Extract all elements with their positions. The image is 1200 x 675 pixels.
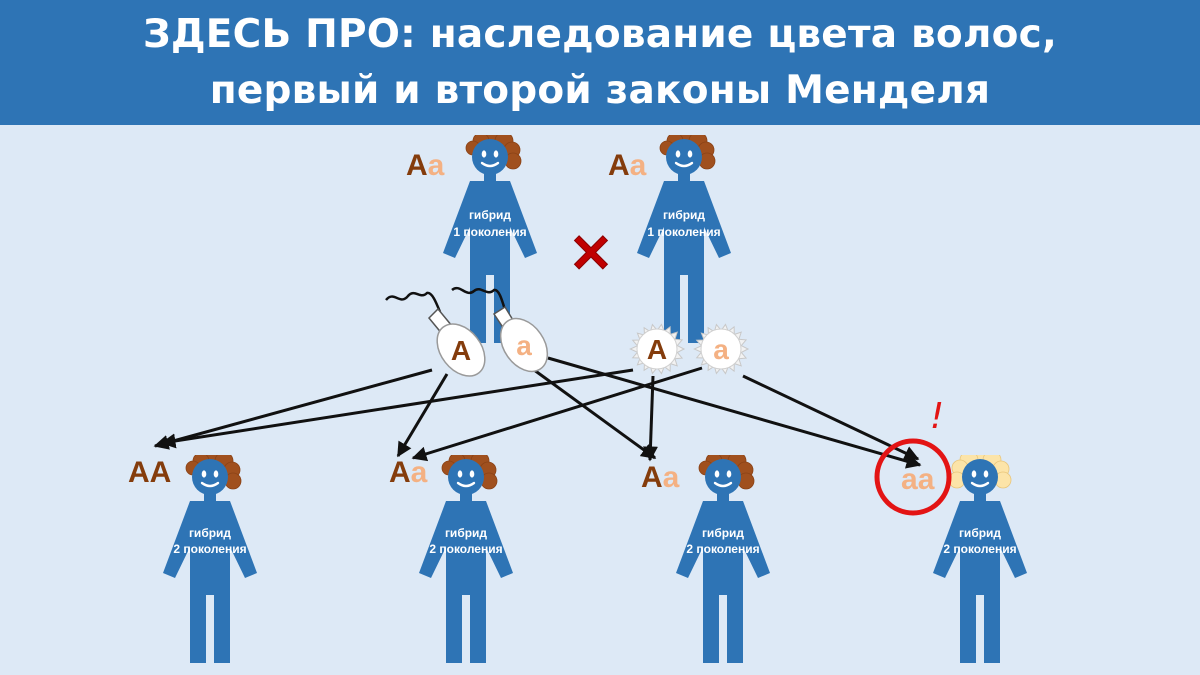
title-line-1: ЗДЕСЬ ПРО: наследование цвета волос, (142, 11, 1058, 57)
offspring-4-genotype: aa (901, 463, 935, 496)
title-line-2: первый и второй законы Менделя (209, 67, 991, 113)
sperm-A-head (436, 323, 486, 377)
arrow-sperm-A-to-Aa-1 (396, 373, 449, 458)
sperm-A-tail (385, 291, 442, 313)
offspring-figure-4: гибрид 2 поколения aa ! (874, 396, 1029, 665)
parent-1-label-line1: гибрид (469, 208, 511, 222)
offspring-1-allele-2: A (150, 456, 172, 489)
offspring-4-label-line1: гибрид (959, 526, 1001, 540)
offspring-4-allele-2: a (918, 463, 935, 496)
arrow-sperm-a-to-Aa-2 (529, 365, 657, 460)
egg-a-allele: a (713, 334, 729, 365)
offspring-1-genotype: AA (128, 456, 171, 489)
offspring-1-body (161, 457, 259, 665)
parent-2-label-line2: 1 поколения (647, 225, 720, 239)
offspring-figure-1: гибрид 2 поколения AA (128, 455, 259, 665)
arrow-egg-A-to-AA (160, 368, 634, 449)
offspring-2-allele-2: a (411, 456, 428, 489)
parent-figure-2: гибрид 1 поколения Aa (608, 135, 733, 345)
offspring-1-label-line2: 2 поколения (173, 542, 246, 556)
offspring-4-label-line2: 2 поколения (943, 542, 1016, 556)
offspring-2-genotype: Aa (389, 456, 428, 489)
offspring-3-label-line2: 2 поколения (686, 542, 759, 556)
parent-1-genotype: Aa (406, 149, 445, 182)
parent-2-allele-recessive: a (630, 149, 647, 182)
parent-1-allele-dominant: A (406, 149, 428, 182)
offspring-3-label-line1: гибрид (702, 526, 744, 540)
arrow-egg-A-to-Aa-2 (642, 375, 658, 462)
offspring-2-body (417, 457, 515, 665)
sperm-A-allele: A (451, 335, 471, 366)
offspring-3-allele-1: A (641, 461, 663, 494)
parent-2-body (635, 137, 733, 345)
exclamation-mark: ! (930, 396, 944, 437)
egg-A-core (636, 328, 678, 370)
offspring-figure-2: гибрид 2 поколения Aa (389, 455, 515, 665)
offspring-2-label-line1: гибрид (445, 526, 487, 540)
sperm-a-head (499, 317, 549, 373)
parent-1-allele-recessive: a (428, 149, 445, 182)
arrow-sperm-a-to-aa (547, 356, 922, 469)
arrow-egg-a-to-Aa-1 (411, 366, 703, 462)
egg-A-allele: A (647, 334, 667, 365)
parent-2-label-line1: гибрид (663, 208, 705, 222)
parent-1-body (441, 137, 539, 345)
offspring-1-allele-1: A (128, 456, 150, 489)
arrow-sperm-A-to-AA (153, 368, 433, 450)
offspring-3-body (674, 457, 772, 665)
offspring-3-genotype: Aa (641, 461, 680, 494)
parent-figure-1: гибрид 1 поколения Aa (406, 135, 539, 345)
egg-gamete-A: A (629, 323, 686, 375)
egg-a-core (700, 328, 742, 370)
offspring-figure-3: гибрид 2 поколения Aa (641, 455, 772, 665)
sperm-a-allele: a (516, 330, 532, 361)
highlight-circle (874, 438, 952, 516)
parent-2-allele-dominant: A (608, 149, 630, 182)
offspring-3-allele-2: a (663, 461, 680, 494)
cross-symbol: × (568, 219, 615, 284)
title-banner: ЗДЕСЬ ПРО: наследование цвета волос, пер… (0, 0, 1200, 125)
offspring-4-allele-1: a (901, 463, 918, 496)
parent-2-genotype: Aa (608, 149, 647, 182)
parent-1-label-line2: 1 поколения (453, 225, 526, 239)
sperm-a-tail (451, 286, 507, 311)
offspring-2-label-line2: 2 поколения (429, 542, 502, 556)
sperm-gamete-a: a (451, 286, 549, 373)
offspring-2-allele-1: A (389, 456, 411, 489)
arrow-egg-a-to-aa (742, 374, 920, 461)
offspring-1-label-line1: гибрид (189, 526, 231, 540)
inheritance-arrows (153, 356, 922, 469)
egg-gamete-a: a (693, 323, 750, 375)
sperm-gamete-A: A (385, 291, 486, 377)
